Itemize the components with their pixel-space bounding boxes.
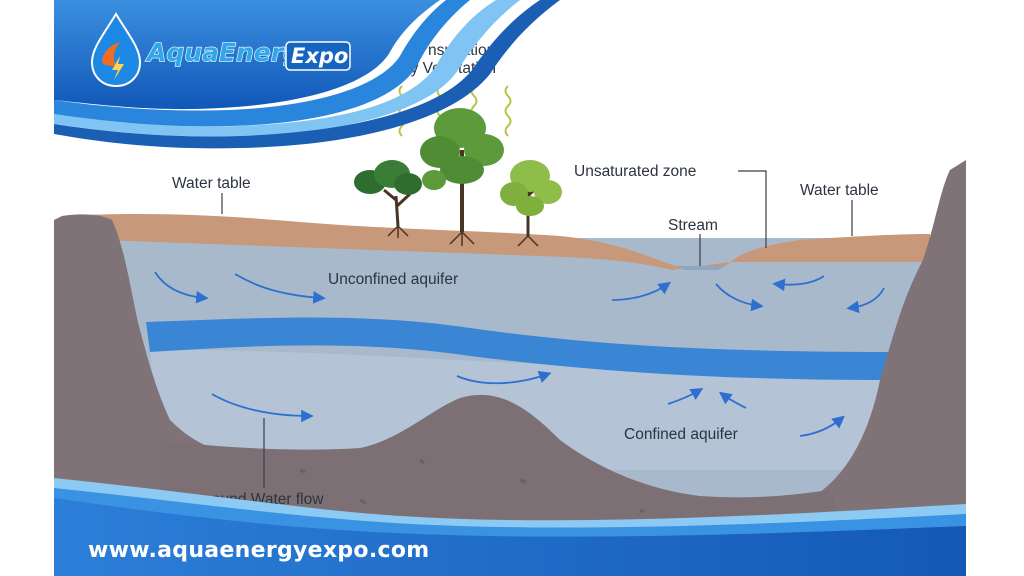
confining-layer — [146, 317, 900, 380]
stream — [676, 266, 726, 270]
confined-aquifer-label: Confined aquifer — [624, 426, 738, 443]
wave-icon — [504, 85, 512, 137]
brand-logo: AquaEnergy Expo — [90, 12, 351, 88]
unsaturated-zone-soil — [62, 214, 930, 270]
water-table-label-left: Water table — [172, 175, 251, 192]
flow-arrow — [772, 275, 825, 292]
flow-arrow — [799, 415, 845, 437]
tree-small-icon — [354, 160, 422, 238]
flow-arrow — [718, 391, 747, 409]
water-drop-logo-icon — [90, 12, 142, 88]
flow-arrow — [846, 287, 885, 314]
flow-arrow — [456, 370, 552, 385]
top-brand-banner — [54, 0, 560, 149]
rock-right — [780, 160, 966, 576]
flow-arrow — [667, 388, 704, 405]
brand-name-expo: Expo — [291, 44, 348, 68]
water-table-label-right: Water table — [800, 182, 879, 199]
bottom-brand-banner — [54, 478, 966, 576]
leader-unsaturated-zone — [738, 170, 767, 248]
flow-arrow — [154, 271, 209, 304]
unconfined-aquifer-label: Unconfined aquifer — [328, 271, 458, 288]
leader-lines — [221, 170, 853, 488]
unsaturated-zone-label: Unsaturated zone — [574, 163, 696, 180]
flow-arrows — [154, 271, 885, 437]
stream-label: Stream — [668, 217, 718, 234]
flow-arrow — [211, 393, 314, 423]
flow-arrow — [715, 283, 764, 312]
tree-large-icon — [420, 108, 504, 246]
website-url: www.aquaenergyexpo.com — [88, 538, 430, 563]
rock-texture — [299, 458, 706, 525]
flow-arrow — [234, 273, 326, 304]
tree-right-icon — [500, 160, 562, 247]
flow-arrow — [611, 281, 672, 301]
brand-expo-badge — [285, 41, 351, 71]
